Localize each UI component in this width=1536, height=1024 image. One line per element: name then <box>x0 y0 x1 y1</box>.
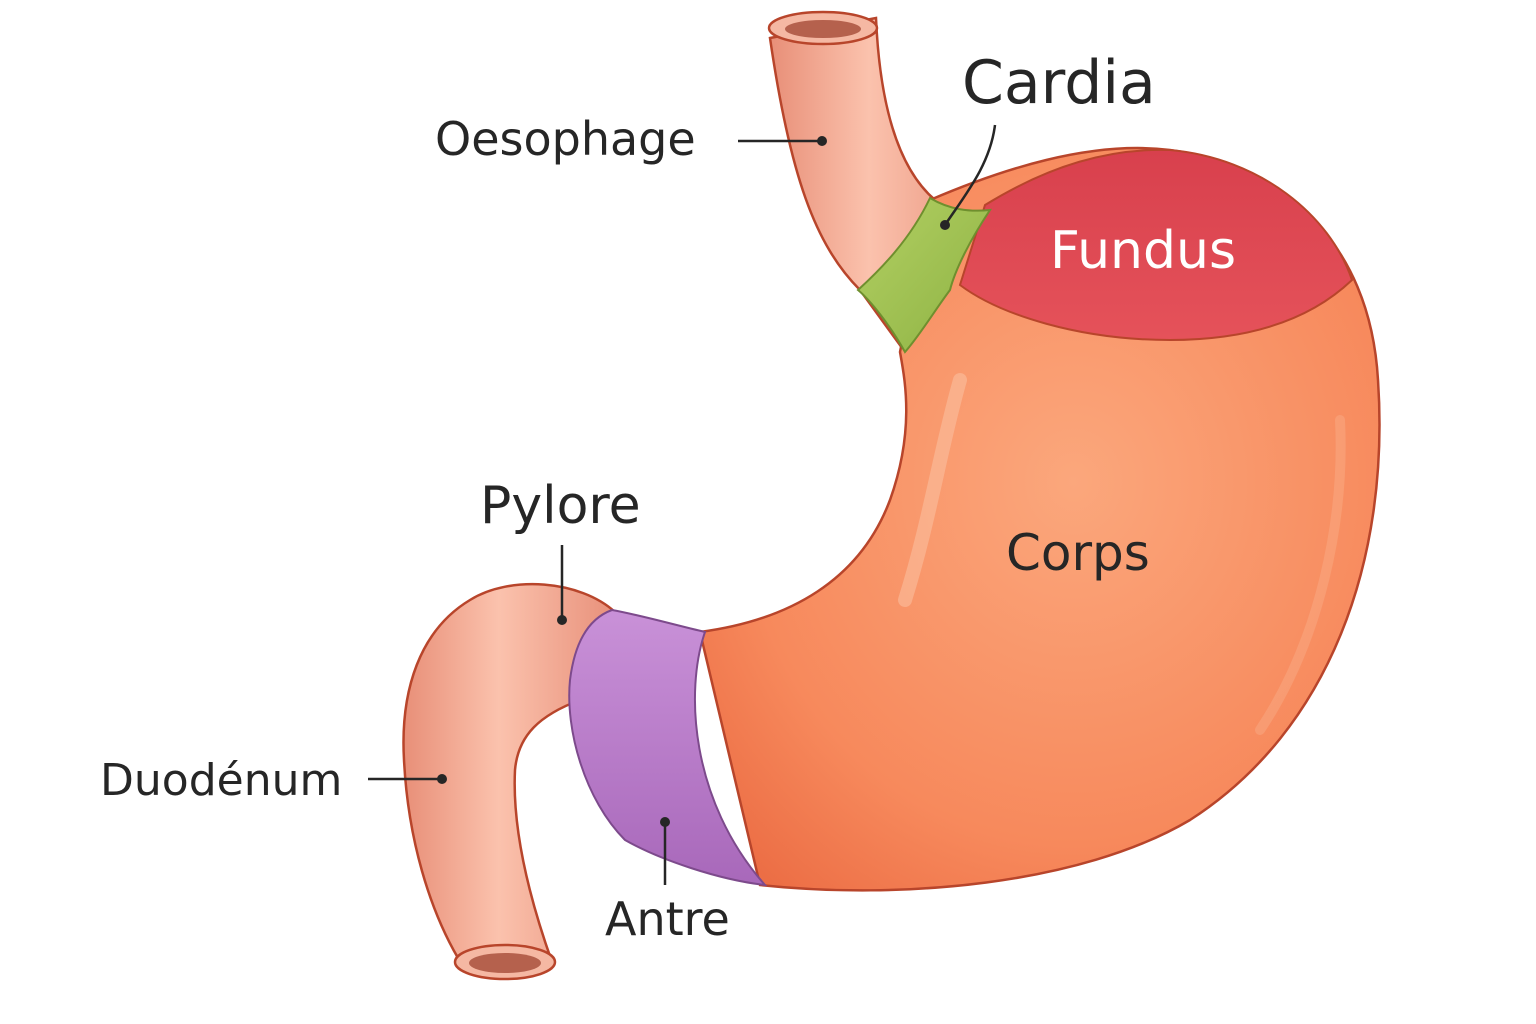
antre-dot <box>660 817 670 827</box>
duodenum-lumen <box>469 953 541 973</box>
body-highlight-right <box>1255 415 1346 735</box>
label-fundus: Fundus <box>1050 221 1236 281</box>
pylore-dot <box>557 615 567 625</box>
cardia-region <box>856 196 993 354</box>
label-duodenum: Duodénum <box>100 755 342 806</box>
duodenum <box>402 583 617 964</box>
label-pylore: Pylore <box>480 476 641 536</box>
label-cardia: Cardia <box>962 48 1156 118</box>
oesophagus-lumen <box>785 20 861 38</box>
fundus-region <box>958 148 1354 342</box>
duodenum-dot <box>437 774 447 784</box>
oesophage-dot <box>817 136 827 146</box>
cardia-dot <box>940 220 950 230</box>
label-corps: Corps <box>1006 524 1150 582</box>
leader-dots <box>437 136 950 827</box>
body-highlight <box>898 373 967 607</box>
antre-region <box>568 608 768 887</box>
leader-lines <box>368 124 997 885</box>
label-antre: Antre <box>605 892 730 946</box>
label-oesophage: Oesophage <box>435 112 696 166</box>
cardia-leader <box>943 124 997 226</box>
